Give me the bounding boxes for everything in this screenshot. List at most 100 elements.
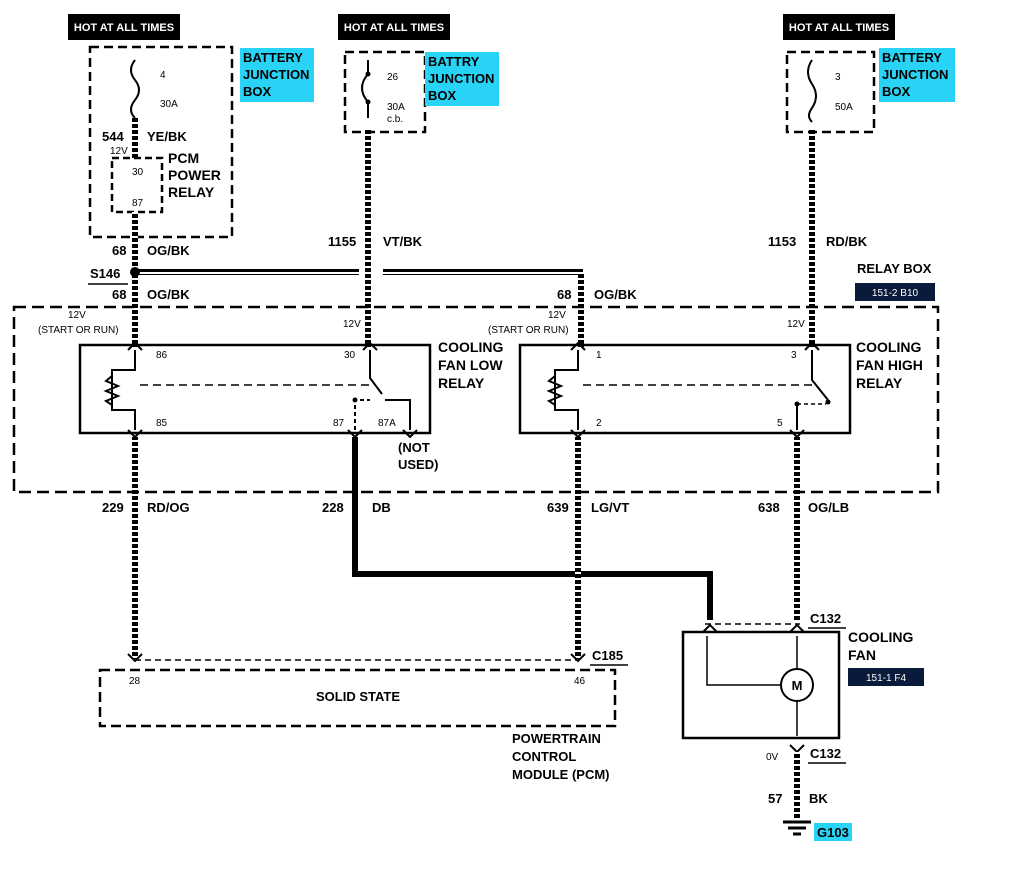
svg-text:(START OR RUN): (START OR RUN)	[38, 325, 119, 336]
svg-text:151-2 B10: 151-2 B10	[872, 288, 919, 299]
svg-text:RELAY BOX: RELAY BOX	[857, 261, 932, 276]
svg-text:12V: 12V	[787, 319, 805, 330]
svg-text:BOX: BOX	[243, 84, 272, 99]
svg-text:1155: 1155	[328, 234, 356, 249]
svg-text:68: 68	[112, 243, 126, 258]
svg-text:BATTERY: BATTERY	[243, 50, 303, 65]
svg-text:46: 46	[574, 676, 586, 687]
svg-text:639: 639	[547, 500, 569, 515]
fan-ref: 151-1 F4	[848, 668, 924, 686]
wire-229	[132, 437, 138, 659]
svg-text:COOLING: COOLING	[438, 339, 503, 355]
svg-text:(NOT: (NOT	[398, 440, 430, 455]
svg-text:FAN: FAN	[848, 647, 876, 663]
svg-text:57: 57	[768, 791, 782, 806]
svg-text:87: 87	[132, 198, 144, 209]
svg-text:30: 30	[132, 167, 144, 178]
svg-text:68: 68	[557, 287, 571, 302]
svg-text:12V: 12V	[68, 310, 86, 321]
svg-text:M: M	[792, 678, 803, 693]
svg-text:G103: G103	[817, 825, 849, 840]
svg-text:OG/LB: OG/LB	[808, 500, 849, 515]
ground-icon	[783, 820, 811, 836]
svg-text:87A: 87A	[378, 418, 396, 429]
svg-text:HOT AT ALL TIMES: HOT AT ALL TIMES	[344, 22, 444, 34]
svg-text:85: 85	[156, 418, 168, 429]
svg-text:COOLING: COOLING	[856, 339, 921, 355]
svg-text:MODULE (PCM): MODULE (PCM)	[512, 767, 610, 782]
wire-1155	[365, 130, 371, 347]
svg-text:1: 1	[596, 350, 602, 361]
svg-text:C185: C185	[592, 648, 623, 663]
wire-68-upper	[132, 212, 138, 347]
svg-text:RELAY: RELAY	[438, 375, 485, 391]
splice-bus-drop	[578, 272, 584, 347]
svg-text:3: 3	[835, 72, 841, 83]
svg-text:228: 228	[322, 500, 344, 515]
svg-text:1153: 1153	[768, 234, 796, 249]
circuit-breaker-icon	[361, 60, 369, 118]
svg-text:LG/VT: LG/VT	[591, 500, 629, 515]
svg-text:POWERTRAIN: POWERTRAIN	[512, 731, 601, 746]
svg-text:C132: C132	[810, 746, 841, 761]
svg-text:FAN HIGH: FAN HIGH	[856, 357, 923, 373]
svg-text:HOT AT ALL TIMES: HOT AT ALL TIMES	[74, 22, 174, 34]
svg-text:BK: BK	[809, 791, 828, 806]
wire-1153	[809, 130, 815, 347]
wire-57	[794, 752, 800, 820]
svg-text:30A: 30A	[387, 102, 405, 113]
bjb-left-box	[88, 45, 234, 239]
svg-text:50A: 50A	[835, 102, 853, 113]
svg-text:BOX: BOX	[882, 84, 911, 99]
svg-text:JUNCTION: JUNCTION	[882, 67, 948, 82]
svg-text:JUNCTION: JUNCTION	[428, 71, 494, 86]
hot-tag-left: HOT AT ALL TIMES	[68, 14, 180, 40]
svg-text:3: 3	[791, 350, 797, 361]
svg-text:OG/BK: OG/BK	[147, 287, 190, 302]
low-relay-label: COOLING FAN LOW RELAY	[438, 339, 503, 391]
svg-text:USED): USED)	[398, 457, 438, 472]
bjb-mid-box	[343, 50, 427, 134]
svg-text:2: 2	[596, 418, 602, 429]
fuse-right-icon	[807, 59, 817, 123]
svg-text:YE/BK: YE/BK	[147, 129, 187, 144]
svg-text:26: 26	[387, 72, 399, 83]
relay-box-ref: 151-2 B10	[855, 283, 935, 301]
wire-638	[794, 437, 800, 622]
svg-text:638: 638	[758, 500, 780, 515]
bjb-right-callout: BATTERY JUNCTION BOX	[879, 48, 955, 102]
svg-text:86: 86	[156, 350, 168, 361]
svg-text:(START OR RUN): (START OR RUN)	[488, 325, 569, 336]
svg-text:BATTRY: BATTRY	[428, 54, 480, 69]
wire-639	[575, 437, 581, 659]
svg-text:544: 544	[102, 129, 124, 144]
bjb-left-callout: BATTERY JUNCTION BOX	[240, 48, 314, 102]
ground-g103-callout: G103	[814, 823, 852, 841]
svg-text:FAN LOW: FAN LOW	[438, 357, 503, 373]
svg-text:OG/BK: OG/BK	[147, 243, 190, 258]
svg-text:RELAY: RELAY	[168, 184, 215, 200]
svg-text:C132: C132	[810, 611, 841, 626]
svg-text:RD/BK: RD/BK	[826, 234, 868, 249]
svg-text:12V: 12V	[343, 319, 361, 330]
svg-text:RD/OG: RD/OG	[147, 500, 190, 515]
pcm-power-relay-box	[110, 156, 164, 214]
cooling-fan-box	[681, 630, 841, 740]
svg-text:12V: 12V	[548, 310, 566, 321]
svg-text:BOX: BOX	[428, 88, 457, 103]
svg-text:COOLING: COOLING	[848, 629, 913, 645]
svg-text:87: 87	[333, 418, 345, 429]
cooling-fan-label: COOLING FAN	[848, 629, 913, 663]
svg-text:VT/BK: VT/BK	[383, 234, 423, 249]
svg-text:5: 5	[777, 418, 783, 429]
svg-text:c.b.: c.b.	[387, 114, 403, 125]
svg-text:POWER: POWER	[168, 167, 221, 183]
svg-text:0V: 0V	[766, 752, 779, 763]
splice-bus-right	[383, 269, 583, 275]
svg-text:RELAY: RELAY	[856, 375, 903, 391]
svg-text:PCM: PCM	[168, 150, 199, 166]
svg-text:SOLID STATE: SOLID STATE	[316, 689, 400, 704]
svg-text:CONTROL: CONTROL	[512, 749, 576, 764]
wire-544	[132, 118, 138, 158]
low-relay-switch-icon	[347, 341, 418, 439]
